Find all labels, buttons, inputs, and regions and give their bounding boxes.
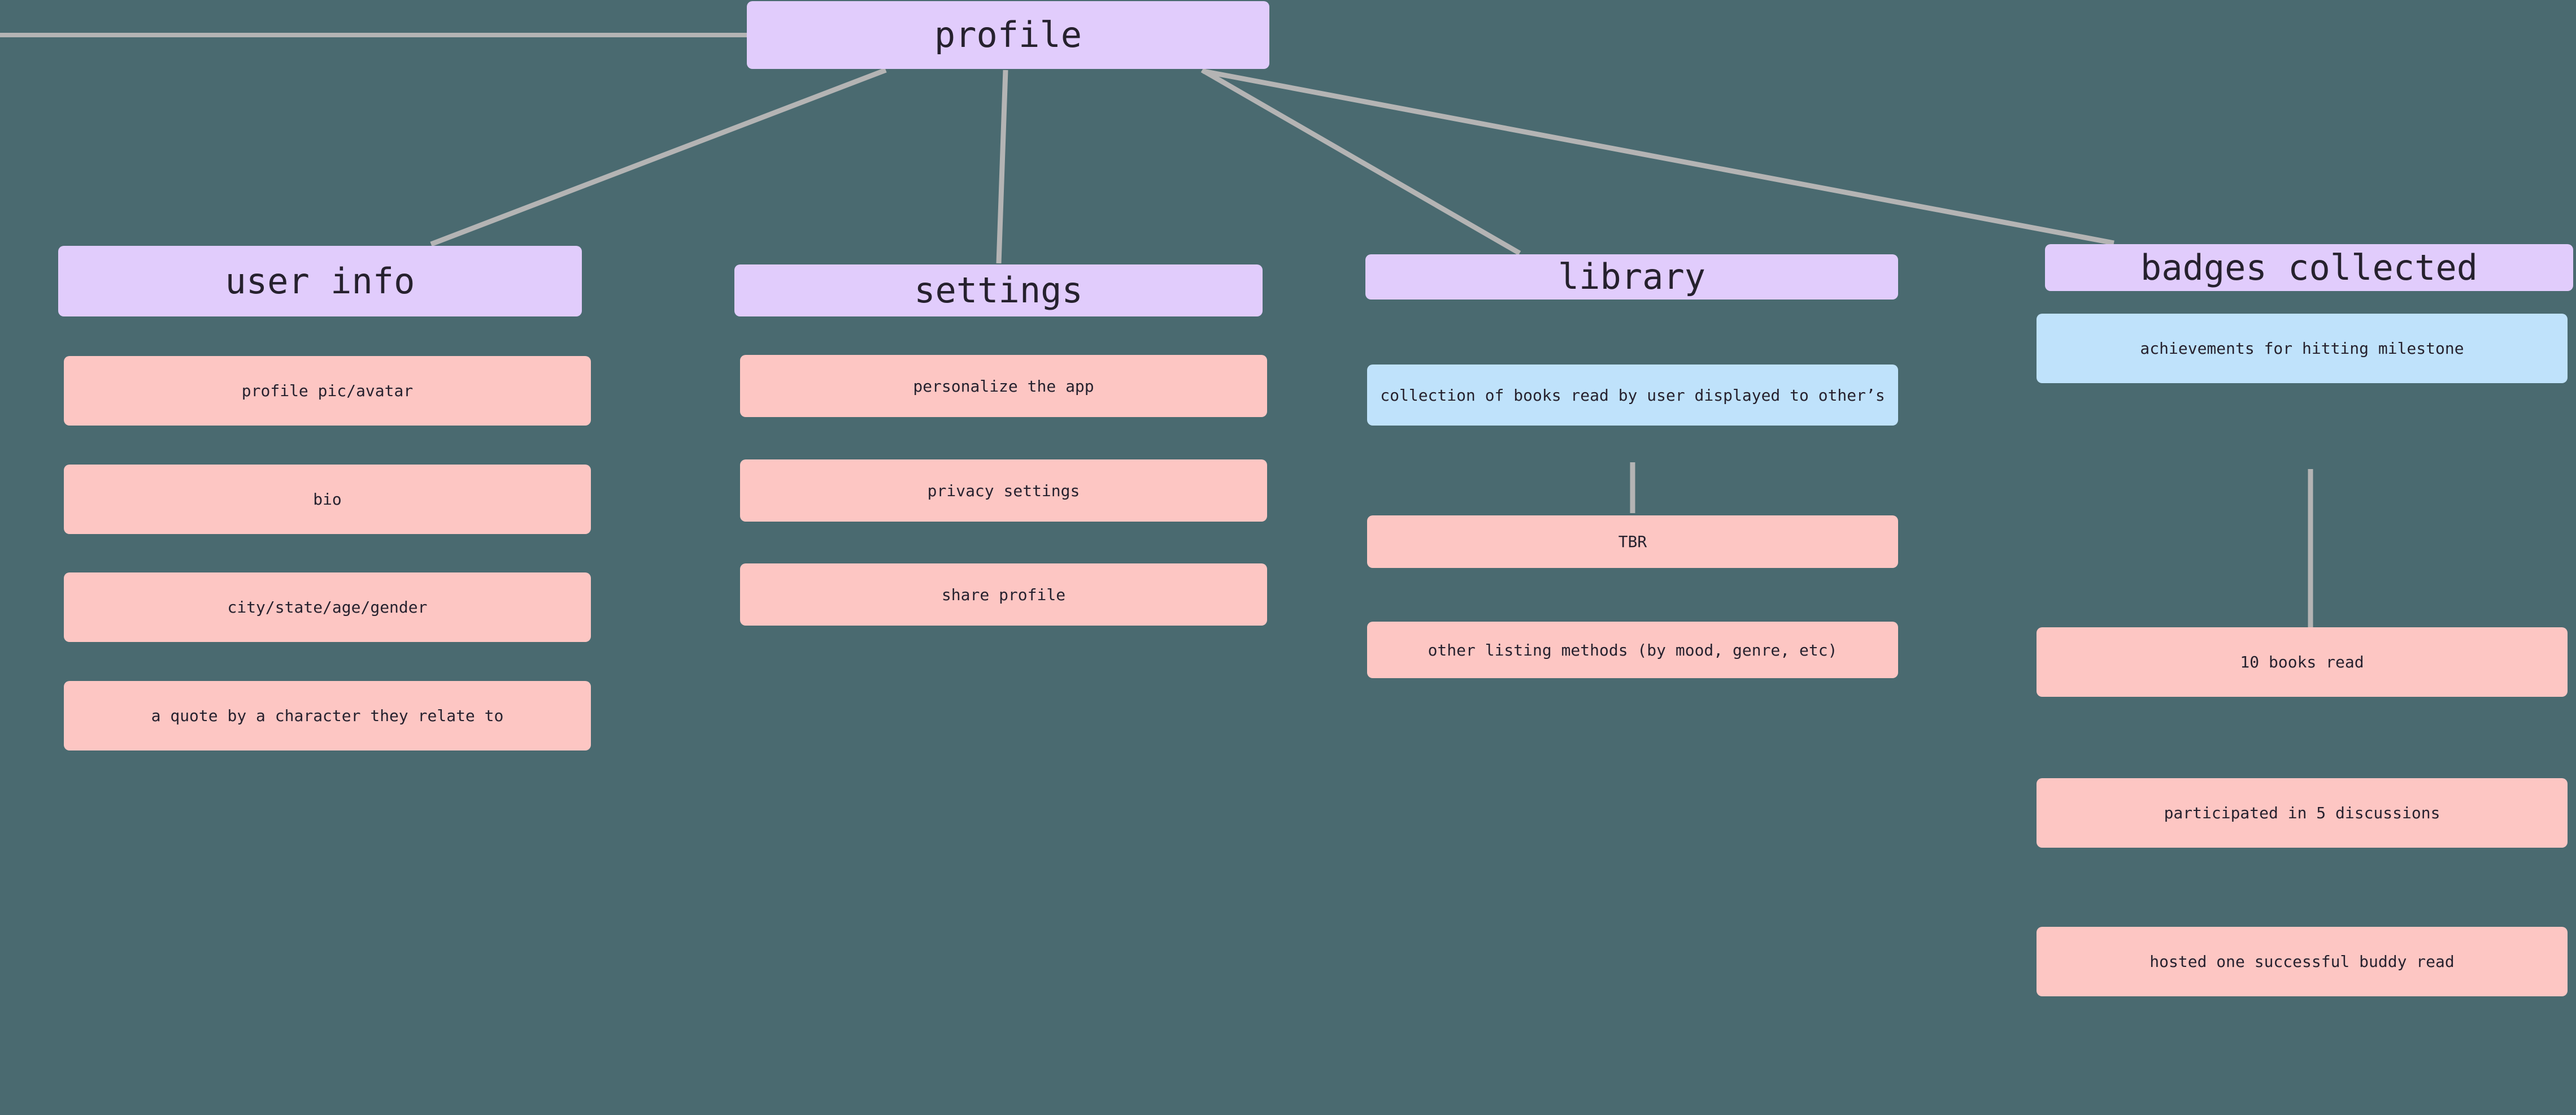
node-demographics-label: city/state/age/gender <box>227 598 428 617</box>
node-quote-label: a quote by a character they relate to <box>151 706 504 725</box>
node-ten-books-label: 10 books read <box>2240 653 2364 671</box>
edge-profile-to-library <box>1200 68 1521 255</box>
node-library[interactable]: library <box>1365 254 1898 300</box>
node-other-listing-label: other listing methods (by mood, genre, e… <box>1428 640 1838 660</box>
node-settings[interactable]: settings <box>734 264 1263 316</box>
node-other-listing[interactable]: other listing methods (by mood, genre, e… <box>1367 622 1898 678</box>
node-user-info[interactable]: user info <box>58 246 582 316</box>
node-achievements[interactable]: achievements for hitting milestone <box>2037 314 2568 383</box>
edge-profile-to-user-info <box>430 67 887 247</box>
node-profile-pic[interactable]: profile pic/avatar <box>64 356 591 426</box>
node-share-profile[interactable]: share profile <box>740 563 1267 626</box>
node-tbr[interactable]: TBR <box>1367 515 1898 568</box>
node-badges-collected[interactable]: badges collected <box>2045 244 2573 291</box>
node-privacy-label: privacy settings <box>927 481 1080 500</box>
node-profile-label: profile <box>934 14 1082 56</box>
node-quote[interactable]: a quote by a character they relate to <box>64 681 591 750</box>
node-privacy[interactable]: privacy settings <box>740 459 1267 522</box>
node-settings-label: settings <box>914 270 1083 311</box>
node-tbr-label: TBR <box>1618 532 1647 551</box>
node-five-discussions-label: participated in 5 discussions <box>2164 804 2440 822</box>
node-ten-books[interactable]: 10 books read <box>2037 627 2568 697</box>
node-profile[interactable]: profile <box>747 1 1269 69</box>
node-personalize[interactable]: personalize the app <box>740 355 1267 417</box>
node-five-discussions[interactable]: participated in 5 discussions <box>2037 778 2568 848</box>
node-bio[interactable]: bio <box>64 465 591 534</box>
edge-profile-to-badges <box>1203 68 2114 246</box>
node-share-profile-label: share profile <box>941 585 1066 604</box>
node-personalize-label: personalize the app <box>913 376 1094 396</box>
edge-profile-to-settings <box>996 70 1008 264</box>
node-collection[interactable]: collection of books read by user display… <box>1367 365 1898 426</box>
node-demographics[interactable]: city/state/age/gender <box>64 572 591 642</box>
node-profile-pic-label: profile pic/avatar <box>241 381 414 400</box>
node-bio-label: bio <box>313 490 342 509</box>
node-buddy-read-label: hosted one successful buddy read <box>2149 952 2455 971</box>
node-buddy-read[interactable]: hosted one successful buddy read <box>2037 927 2568 996</box>
node-badges-collected-label: badges collected <box>2140 246 2478 288</box>
node-user-info-label: user info <box>225 260 415 302</box>
node-achievements-label: achievements for hitting milestone <box>2140 339 2464 358</box>
node-collection-label: collection of books read by user display… <box>1380 385 1885 405</box>
node-library-label: library <box>1557 256 1706 298</box>
